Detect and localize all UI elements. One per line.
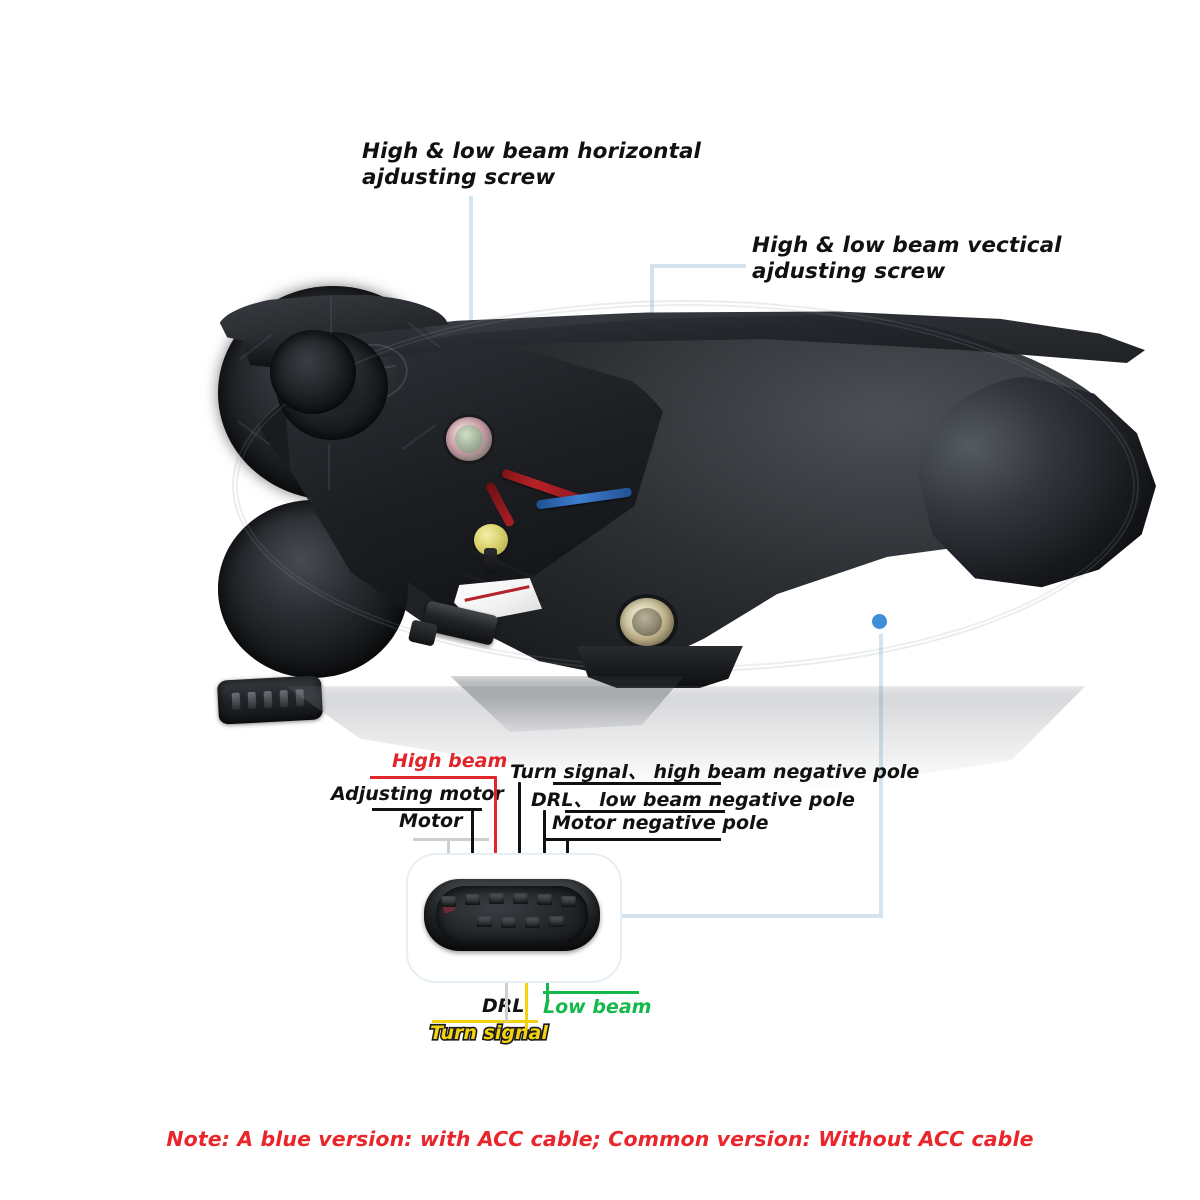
connector-pin xyxy=(513,893,528,904)
connector-pin xyxy=(525,917,540,928)
socket-pin xyxy=(247,691,257,710)
pin-label-drl: DRL xyxy=(480,993,526,1019)
leader-line-socket-horizontal xyxy=(614,914,883,918)
callout-horizontal-adjusting-screw: High & low beam horizontal ajdusting scr… xyxy=(362,139,702,191)
pin-label-high-beam: High beam xyxy=(392,750,508,772)
pin-underline-adjusting-motor xyxy=(372,808,482,811)
connector-pin xyxy=(537,894,552,905)
pin-label-turn-signal: Turn signal xyxy=(428,1020,549,1045)
bulb-holder-stem xyxy=(484,548,497,574)
screw-head-inner xyxy=(455,425,483,453)
reflector-ring xyxy=(236,304,1135,668)
pin-label-turn-signal-high-beam-negative: Turn signal、 high beam negative pole xyxy=(510,761,920,783)
connector-pin xyxy=(465,894,480,905)
pin-label-motor: Motor xyxy=(397,808,464,834)
horizontal-adjusting-screw[interactable] xyxy=(446,417,492,461)
connector-wire-high-beam xyxy=(494,776,497,900)
reflector-hub xyxy=(270,330,356,414)
connector-pin xyxy=(501,917,516,928)
socket-pin xyxy=(263,690,273,709)
connector-pin xyxy=(549,916,564,927)
headlight-assembly xyxy=(216,286,1156,725)
leader-line-socket-vertical xyxy=(879,622,883,918)
pin-label-drl-low-beam-negative: DRL、 low beam negative pole xyxy=(531,789,855,811)
pin-underline-high-beam xyxy=(370,776,496,779)
socket-pin xyxy=(279,690,289,708)
harness-plug-tip xyxy=(407,619,439,647)
screw-head-inner xyxy=(632,608,662,636)
pin-label-adjusting-motor: Adjusting motor xyxy=(331,783,504,805)
connector-pin xyxy=(441,896,456,907)
connector-cavity xyxy=(436,886,588,944)
socket-pin xyxy=(231,692,241,710)
pin-underline-motor xyxy=(413,838,489,841)
leader-line-vertical-screw-horizontal xyxy=(650,264,746,268)
leader-line-horizontal-screw xyxy=(469,196,473,434)
pin-label-low-beam: Low beam xyxy=(543,996,652,1018)
pin-underline-motor-negative xyxy=(545,838,721,841)
connector-pin xyxy=(477,916,492,927)
connector-wire-turn-signal-high-beam-negative xyxy=(518,782,521,900)
footer-note: Note: A blue version: with ACC cable; Co… xyxy=(166,1127,1034,1151)
callout-vertical-adjusting-screw: High & low beam vectical ajdusting screw xyxy=(752,233,1062,285)
housing-mount-foot xyxy=(577,646,743,688)
connector-pin xyxy=(561,896,576,907)
pin-underline-turn-signal-high-beam-negative xyxy=(553,782,721,785)
pin-underline-low-beam xyxy=(543,991,639,994)
pin-underline-drl xyxy=(432,1020,538,1023)
pin-label-motor-negative: Motor negative pole xyxy=(552,812,769,834)
reflector-vane xyxy=(330,296,332,338)
pin-underline-drl-low-beam-negative xyxy=(565,810,725,813)
connector-pin xyxy=(489,893,504,904)
vertical-adjusting-screw[interactable] xyxy=(620,598,674,646)
